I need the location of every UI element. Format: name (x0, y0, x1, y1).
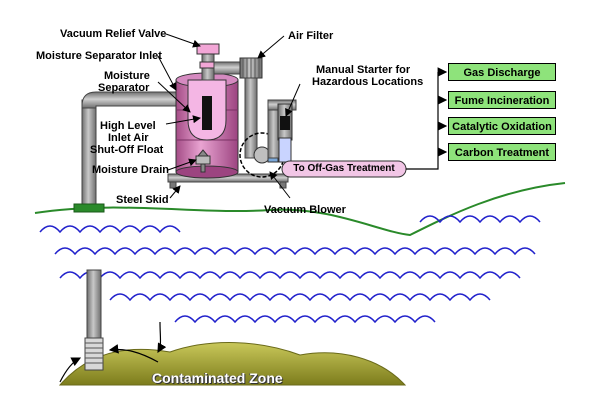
leader-lines (157, 33, 301, 199)
vacuum-relief-valve-label: Vacuum Relief Valve (60, 28, 167, 40)
extraction-well (86, 269, 102, 341)
moisture-separator-label-line2: Separator (98, 82, 150, 94)
contaminated-zone-label: Contaminated Zone (152, 370, 283, 386)
vacuum-relief-valve (196, 43, 220, 55)
air-filter-label: Air Filter (288, 30, 334, 42)
moisture-drain-label: Moisture Drain (92, 164, 170, 176)
air-filter (239, 57, 263, 79)
ground-surface (34, 182, 566, 237)
well-screen (84, 337, 104, 371)
moisture-separator-label-line1: Moisture (104, 70, 150, 82)
manual-starter-label-line1: Manual Starter for (316, 64, 411, 76)
treatment-carbon-treatment: Carbon Treatment (448, 143, 556, 161)
float-label-line2: Inlet Air (108, 132, 149, 144)
blower-inlet-pipe (244, 77, 258, 159)
treatment-fume-incineration: Fume Incineration (448, 91, 556, 109)
steel-skid-label: Steel Skid (116, 194, 169, 206)
to-offgas-treatment-label: To Off-Gas Treatment (293, 163, 395, 174)
well-flange (73, 203, 105, 213)
moisture-separator-inlet-label: Moisture Separator Inlet (36, 50, 162, 62)
separator-outlet-pipe (213, 61, 243, 75)
inlet-pipe-elbow (81, 91, 181, 109)
moisture-drain-valve (195, 149, 211, 173)
water-table (39, 215, 541, 324)
shut-off-float (202, 96, 212, 130)
float-label-line3: Shut-Off Float (90, 144, 164, 156)
manual-starter (277, 103, 293, 163)
treatment-lines (406, 67, 448, 170)
manual-starter-label-line2: Hazardous Locations (312, 76, 424, 88)
float-label-line1: High Level (100, 120, 156, 132)
treatment-gas-discharge: Gas Discharge (448, 63, 556, 81)
vapor-flow-arrows (59, 321, 167, 383)
vacuum-blower-label: Vacuum Blower (264, 204, 346, 216)
treatment-catalytic-oxidation: Catalytic Oxidation (448, 117, 556, 135)
